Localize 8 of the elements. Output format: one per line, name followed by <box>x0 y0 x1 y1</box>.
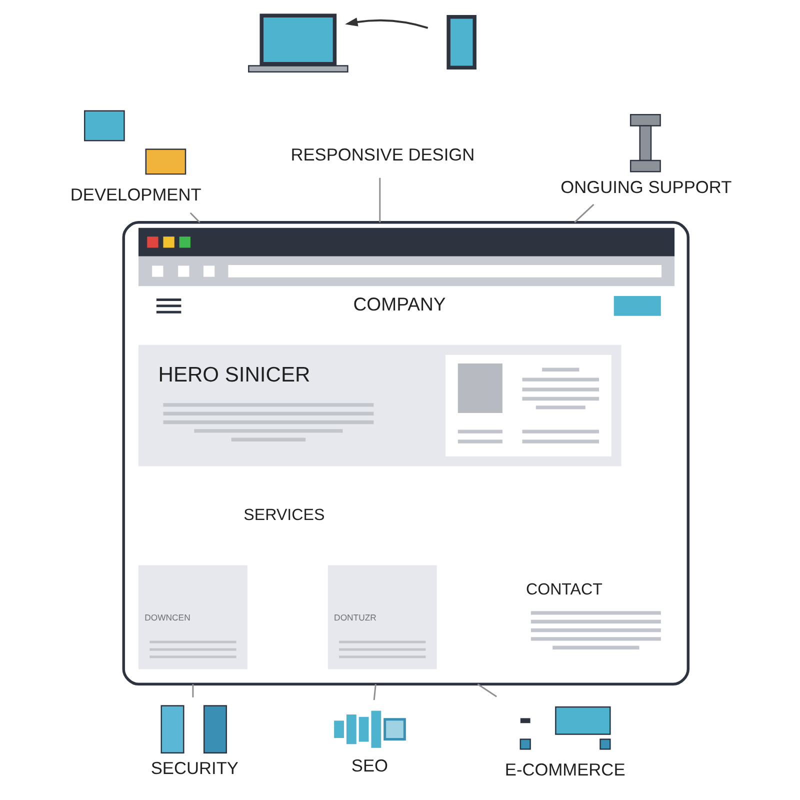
node-text: RESPONSIVE DESIGN <box>290 144 475 165</box>
label: SERVICES <box>244 506 325 524</box>
label: CONTACT <box>526 580 602 598</box>
node-label: E-COMMERCE <box>504 759 626 780</box>
node-label: DEVELOPMENT <box>70 184 202 204</box>
node-label: ONGUING SUPPORT <box>560 176 732 197</box>
node-label: SECURITY <box>150 758 238 778</box>
node-label: SEO <box>351 756 388 776</box>
